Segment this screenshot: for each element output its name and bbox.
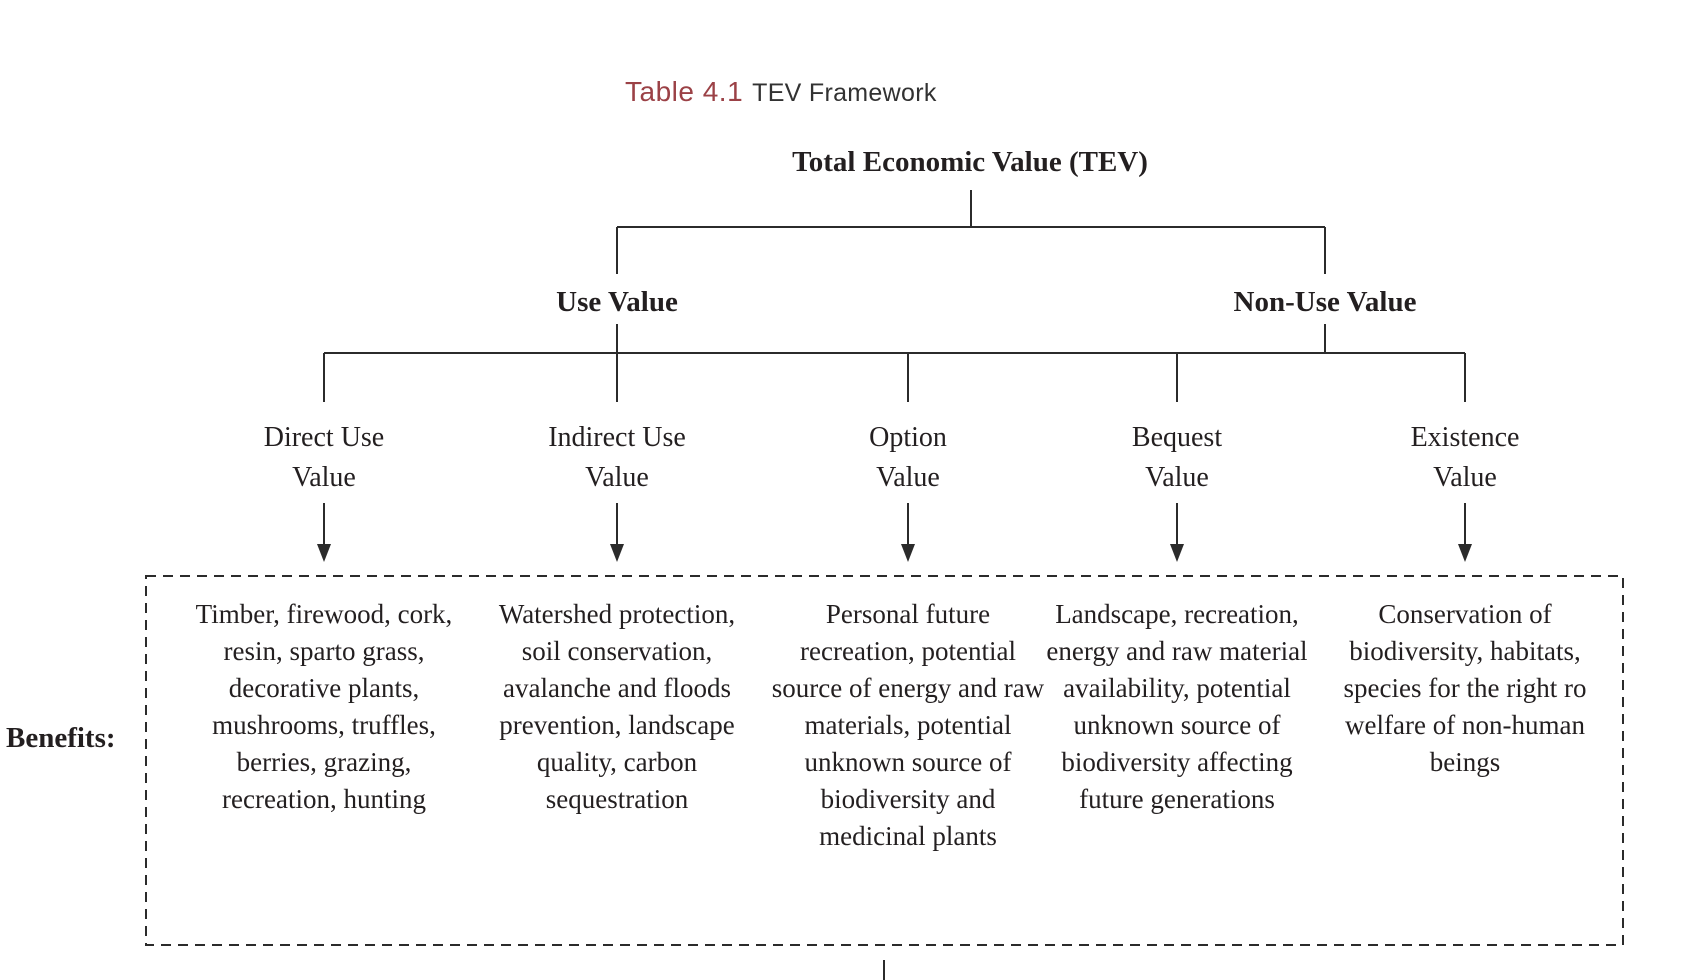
arrow-option	[901, 503, 915, 562]
node-bequest-value: Bequest Value	[1067, 418, 1287, 498]
benefits-direct-use: Timber, firewood, cork, resin, sparto gr…	[195, 599, 453, 814]
node-existence-value: Existence Value	[1355, 418, 1575, 498]
diagram-title: Table 4.1 TEV Framework	[625, 76, 937, 108]
node-label-line: Option	[869, 422, 947, 453]
node-label-line: Value	[1145, 462, 1209, 493]
table-number-label: Table 4.1	[625, 76, 744, 107]
node-direct-use-value: Direct Use Value	[214, 418, 434, 498]
benefits-indirect-use: Watershed protection, soil conservation,…	[498, 599, 736, 814]
arrow-indirect-use	[610, 503, 624, 562]
benefits-existence: Conservation of biodiversity, habitats, …	[1343, 599, 1587, 777]
arrow-existence	[1458, 503, 1472, 562]
node-label-line: Value	[292, 462, 356, 493]
node-label-line: Value	[585, 462, 649, 493]
benefits-bequest: Landscape, recreation, energy and raw ma…	[1046, 599, 1308, 814]
node-label-line: Indirect Use	[548, 422, 686, 453]
arrow-bequest	[1170, 503, 1184, 562]
benefits-box-border	[145, 575, 1624, 946]
node-label-line: Value	[876, 462, 940, 493]
table-title-text: TEV Framework	[752, 79, 937, 107]
arrow-direct-use	[317, 503, 331, 562]
benefits-row-label: Benefits:	[6, 722, 116, 754]
node-total-economic-value: Total Economic Value (TEV)	[792, 146, 1148, 178]
node-option-value: Option Value	[798, 418, 1018, 498]
node-label-line: Value	[1433, 462, 1497, 493]
node-label-line: Direct Use	[263, 422, 385, 453]
node-non-use-value: Non-Use Value	[1233, 286, 1417, 318]
benefits-option: Personal future recreation, potential so…	[771, 599, 1045, 851]
node-label-line: Bequest	[1131, 422, 1223, 453]
node-indirect-use-value: Indirect Use Value	[507, 418, 727, 498]
node-use-value: Use Value	[556, 286, 678, 318]
node-label-line: Existence	[1410, 422, 1520, 453]
